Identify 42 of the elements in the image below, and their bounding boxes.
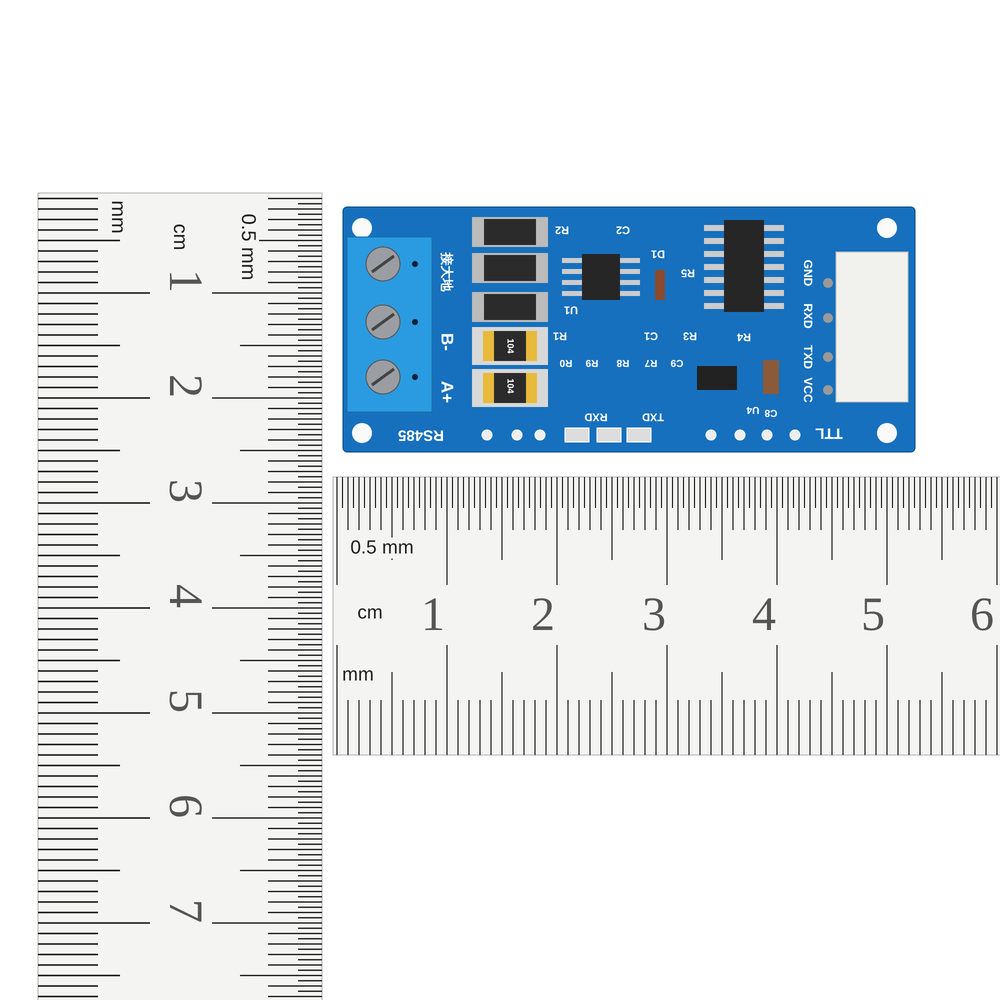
component-label: R3: [682, 330, 698, 340]
ruler-number: 1: [161, 269, 209, 293]
component-label: R5: [680, 266, 696, 278]
pin-label: TXD: [802, 345, 814, 369]
component-label: C1: [644, 330, 658, 340]
capacitor-marking: 104: [506, 378, 514, 394]
ruler-number: 7: [161, 899, 209, 923]
component-label: R2: [554, 224, 570, 234]
led-label: RXD: [584, 410, 608, 422]
component-label: R1: [552, 330, 568, 340]
ground-label: 接大地: [440, 252, 454, 292]
pin-label: GND: [802, 260, 814, 286]
ruler-number: 2: [161, 374, 209, 398]
component-label: R7: [644, 357, 658, 367]
ruler-number: 6: [970, 591, 994, 639]
ruler-number: 4: [752, 591, 776, 639]
ruler-number: 1: [421, 591, 445, 639]
capacitor-marking: 104: [506, 338, 514, 354]
component-label: U1: [564, 304, 578, 314]
pin-label: VCC: [802, 377, 814, 403]
port-label: RS485: [398, 428, 444, 442]
ruler-number: 3: [642, 591, 666, 639]
led-label: TXD: [642, 410, 664, 422]
ruler-number: 2: [531, 591, 555, 639]
pin-label: RXD: [802, 303, 814, 329]
terminal-label: A+: [438, 380, 456, 404]
component-label: R9: [586, 357, 598, 367]
port-label: TTL: [815, 426, 843, 440]
component-label: C2: [616, 224, 630, 234]
component-label: R4: [736, 330, 752, 342]
ruler-number: 5: [161, 689, 209, 713]
component-label: C8: [764, 407, 778, 417]
component-label: U4: [746, 404, 760, 414]
component-label: D1: [650, 248, 666, 258]
terminal-label: B-: [438, 333, 456, 351]
component-label: R8: [616, 357, 630, 367]
ruler-number: 5: [861, 591, 885, 639]
ruler-number: 6: [161, 794, 209, 818]
ruler-number: 4: [161, 584, 209, 608]
component-label: C9: [670, 357, 684, 367]
component-label: R0: [560, 357, 572, 367]
ruler-number: 3: [161, 479, 209, 503]
